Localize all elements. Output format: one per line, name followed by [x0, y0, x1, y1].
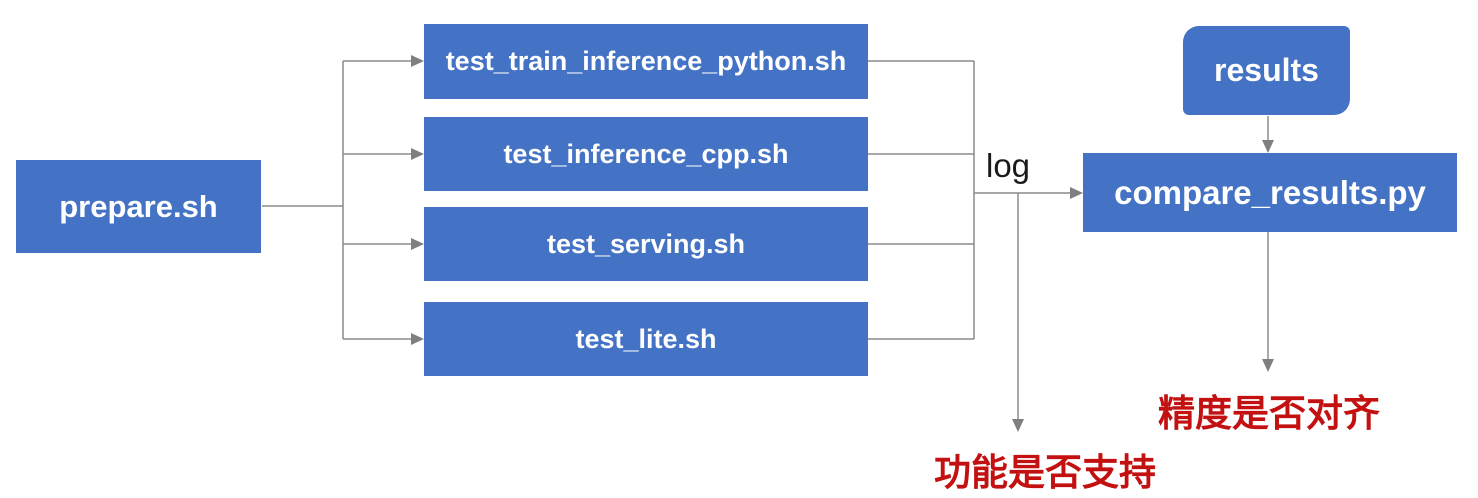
edge-junction-to-test1	[343, 55, 424, 67]
node-compare-results-py: compare_results.py	[1083, 153, 1457, 232]
edge-label-log: log	[986, 147, 1031, 184]
edge-log-to-compare	[974, 187, 1083, 199]
edge-results-to-compare	[1262, 116, 1274, 153]
node-results: results	[1183, 26, 1350, 115]
edge-junction-to-test4	[343, 333, 424, 345]
node-prepare-sh: prepare.sh	[16, 160, 261, 253]
outcome-label-precision-aligned: 精度是否对齐	[1158, 393, 1380, 434]
edge-junction-to-test2	[343, 148, 424, 160]
outcome-label-function-support: 功能是否支持	[934, 452, 1156, 493]
node-test-serving: test_serving.sh	[424, 207, 868, 281]
node-test-lite: test_lite.sh	[424, 302, 868, 376]
edge-junction-to-test3	[343, 238, 424, 250]
edge-tests-to-log-junction	[868, 60, 975, 340]
edge-prepare-to-junction	[262, 61, 344, 339]
node-test-inference-cpp: test_inference_cpp.sh	[424, 117, 868, 191]
edge-log-to-function-support	[1012, 193, 1024, 432]
node-test-train-inference-python: test_train_inference_python.sh	[424, 24, 868, 99]
edge-compare-to-precision	[1262, 232, 1274, 372]
